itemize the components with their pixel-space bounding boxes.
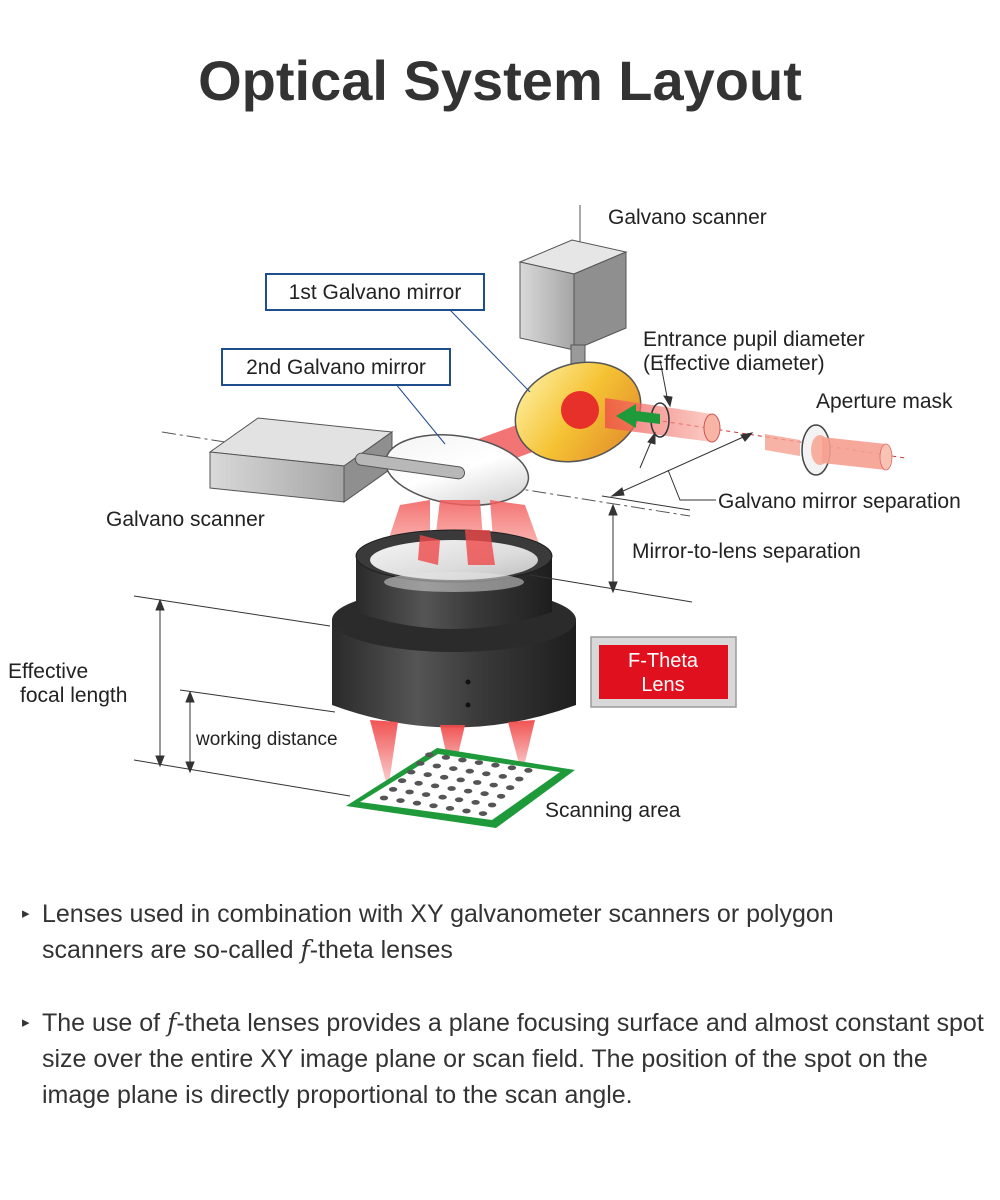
scan-dot: [456, 777, 465, 783]
scan-dot: [430, 783, 440, 789]
scan-dot: [388, 787, 398, 792]
label-second-mirror: 2nd Galvano mirror: [246, 356, 426, 379]
scan-dot: [414, 780, 423, 786]
scan-dot: [379, 795, 389, 801]
bullet-2-f-symbol: f: [167, 1008, 177, 1037]
scan-dot: [405, 789, 414, 795]
scan-dot: [458, 757, 467, 763]
scan-dot: [489, 782, 498, 788]
scan-dot: [454, 797, 464, 803]
scan-dot: [412, 800, 422, 806]
second-mirror-label-box: [221, 348, 451, 386]
scan-dot: [429, 803, 438, 809]
leader-second-mirror: [394, 382, 446, 445]
scan-dot: [498, 774, 507, 779]
label-working-distance: working distance: [195, 729, 338, 750]
bullet-list: ▸ Lenses used in combination with XY gal…: [22, 896, 992, 1150]
scan-dot: [515, 776, 524, 782]
scan-dot: [480, 791, 489, 797]
label-mirror-to-lens: Mirror-to-lens separation: [632, 540, 861, 563]
galvano-scanner-top: [518, 239, 628, 376]
optical-system-diagram: Galvano scanner 1st Galvano mirror 2nd G…: [0, 180, 1000, 860]
scan-dot: [507, 765, 517, 771]
scan-dot: [478, 811, 488, 816]
galvano-scanner-left: [208, 417, 394, 503]
aperture-mask: [765, 424, 893, 476]
dimension-lines: [133, 359, 754, 797]
optical-axis-x: [161, 431, 691, 517]
label-f-theta: F-Theta: [628, 650, 699, 672]
scan-dot: [462, 808, 471, 814]
scan-dot: [440, 774, 449, 780]
scan-dot: [445, 806, 455, 811]
scan-dot: [425, 752, 434, 758]
scan-dot: [441, 755, 451, 760]
label-galvano-scanner-top: Galvano scanner: [608, 206, 767, 229]
scan-dot: [463, 788, 473, 794]
label-scanning-area: Scanning area: [545, 799, 681, 822]
label-entrance-pupil: Entrance pupil diameter: [643, 328, 865, 351]
bullet-marker: ▸: [22, 905, 30, 922]
first-galvano-mirror: [514, 361, 642, 463]
scan-dot: [473, 780, 482, 785]
bullet-1-line2-pre: scanners are so-called: [42, 936, 301, 964]
leader-first-mirror: [449, 309, 531, 393]
label-mirror-separation: Galvano mirror separation: [718, 490, 961, 513]
scan-dot: [416, 761, 425, 766]
scan-dot: [496, 793, 506, 799]
scan-dot: [396, 798, 405, 803]
bullet-2-post: -theta lenses provides a plane focusing …: [42, 1009, 984, 1109]
label-focal-length: focal length: [20, 684, 127, 707]
scan-dot: [447, 786, 456, 791]
label-first-mirror: 1st Galvano mirror: [289, 281, 462, 304]
bullet-item-2: ▸ The use of f-theta lenses provides a p…: [22, 1005, 992, 1113]
scan-dot: [407, 769, 416, 775]
scan-dot: [397, 778, 407, 784]
label-effective: Effective: [8, 660, 88, 683]
second-galvano-mirror: [354, 434, 530, 506]
scan-dot: [449, 766, 458, 771]
scan-dot: [432, 763, 441, 769]
scan-dot: [474, 760, 484, 765]
first-mirror-label-box: [265, 273, 485, 311]
scan-dot: [465, 768, 474, 774]
bullet-item-1: ▸ Lenses used in combination with XY gal…: [22, 896, 992, 968]
optical-system-svg: Galvano scanner 1st Galvano mirror 2nd G…: [8, 205, 961, 828]
bullet-1-f-symbol: f: [300, 935, 310, 964]
scan-dot: [491, 762, 500, 768]
label-effective-diameter: (Effective diameter): [643, 352, 825, 375]
scan-dot: [471, 800, 480, 805]
f-theta-label: F-Theta Lens: [590, 636, 737, 708]
scan-dot: [487, 802, 497, 808]
bullet-2-pre: The use of: [42, 1009, 168, 1037]
scan-dot: [421, 792, 431, 797]
scan-dot: [438, 794, 447, 800]
bullet-1-line2-post: -theta lenses: [309, 936, 453, 964]
scanning-area: [346, 748, 575, 828]
f-theta-lens: [332, 529, 576, 728]
label-galvano-scanner-left: Galvano scanner: [106, 508, 265, 531]
bullet-1-line1: Lenses used in combination with XY galva…: [42, 900, 834, 928]
bullet-marker: ▸: [22, 1014, 30, 1031]
label-lens: Lens: [641, 674, 684, 696]
scan-dot: [506, 785, 515, 791]
page-title: Optical System Layout: [198, 49, 802, 112]
label-aperture-mask: Aperture mask: [816, 390, 953, 413]
scan-dot: [423, 772, 432, 778]
scan-dot: [482, 771, 491, 777]
green-arrow-icon: [616, 404, 660, 428]
scan-dot: [524, 768, 533, 773]
